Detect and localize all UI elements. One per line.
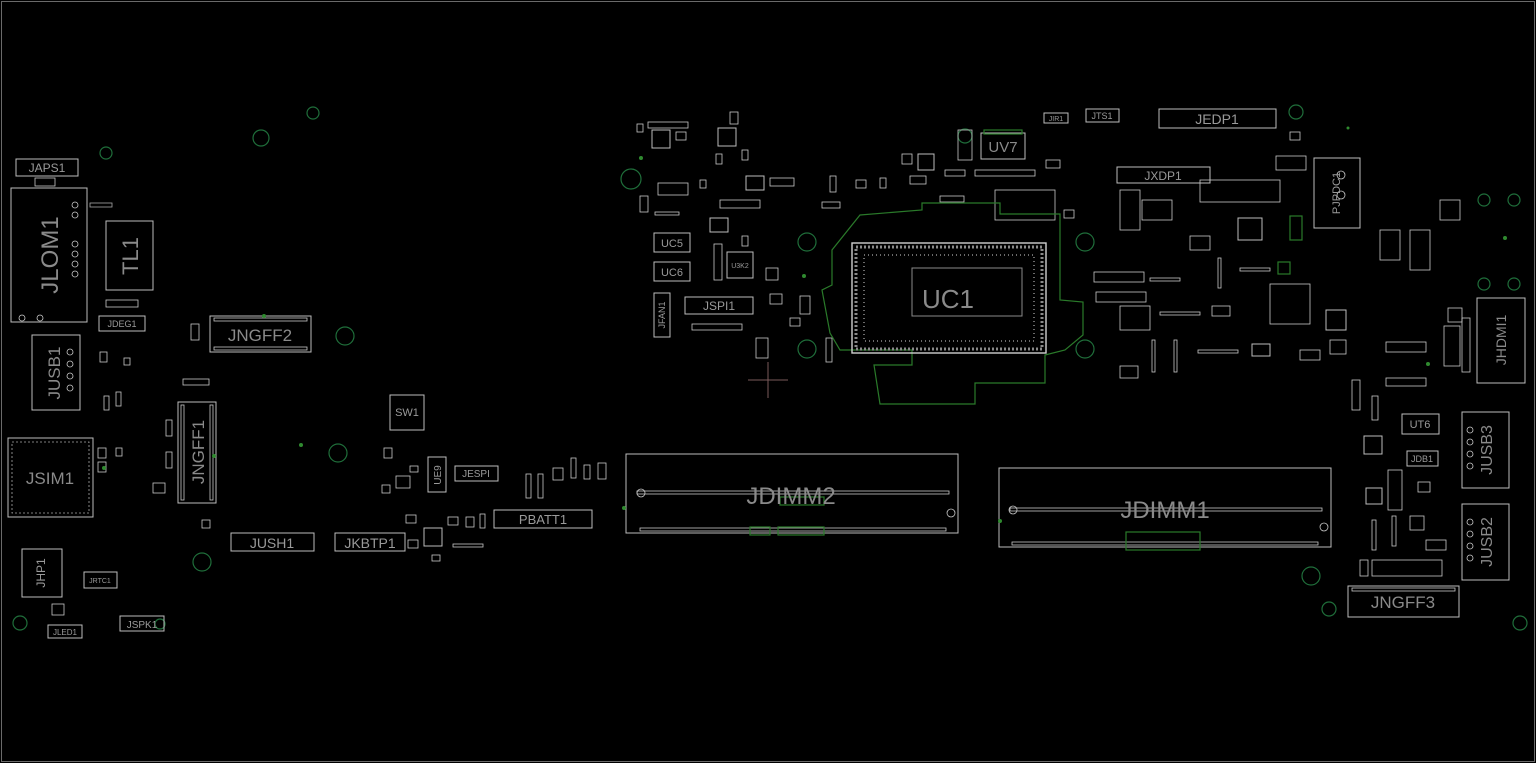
component-JESPI[interactable]: JESPI: [454, 465, 499, 482]
component-PJPDC1[interactable]: PJPDC1: [1313, 157, 1361, 229]
component-label: JNGFF2: [228, 326, 292, 345]
mounting-holes: [12, 104, 1528, 631]
component-JKBTP1[interactable]: JKBTP1: [334, 532, 406, 552]
component-JSPK1[interactable]: JSPK1: [119, 615, 165, 632]
component-label: UT6: [1410, 419, 1431, 431]
component-label: JAPS1: [29, 161, 66, 175]
component-label: JRTC1: [89, 578, 111, 585]
component-U3K2[interactable]: U3K2: [726, 251, 754, 279]
component-JHP1[interactable]: JHP1: [21, 548, 63, 598]
component-label: UC5: [661, 238, 683, 250]
component-label: JIR1: [1049, 116, 1064, 123]
component-JDIMM1[interactable]: JDIMM1: [998, 467, 1332, 551]
component-JLED1[interactable]: JLED1: [47, 624, 83, 639]
component-JDB1[interactable]: JDB1: [1406, 450, 1439, 467]
component-label: JDIMM2: [746, 483, 835, 510]
passive-parts-mid-left: [381, 447, 484, 562]
passive-parts-lower-right: [1351, 377, 1447, 577]
component-JUSB3[interactable]: JUSB3: [1461, 411, 1510, 489]
component-JUSB1[interactable]: JUSB1: [31, 334, 81, 411]
component-label: JUSB2: [1479, 517, 1496, 567]
component-label: PJPDC1: [1331, 172, 1343, 214]
component-label: UV7: [988, 139, 1017, 156]
component-label: JXDP1: [1144, 169, 1182, 183]
component-JIR1[interactable]: JIR1: [1043, 112, 1069, 124]
component-UT6[interactable]: UT6: [1401, 413, 1440, 435]
component-JXDP1[interactable]: JXDP1: [1116, 166, 1211, 184]
component-label: JUSB1: [45, 347, 64, 400]
component-JFAN1[interactable]: JFAN1: [653, 292, 671, 338]
component-UC6[interactable]: UC6: [653, 261, 691, 282]
component-JNGFF1[interactable]: JNGFF1: [177, 401, 217, 504]
component-UC1[interactable]: UC1: [821, 202, 1084, 405]
component-label: JNGFF3: [1371, 593, 1435, 612]
component-label: JDIMM1: [1120, 497, 1209, 524]
component-JNGFF3[interactable]: JNGFF3: [1347, 585, 1460, 618]
component-label: JDEG1: [107, 319, 136, 329]
component-JDIMM2[interactable]: JDIMM2: [625, 453, 959, 536]
component-JDEG1[interactable]: JDEG1: [98, 299, 146, 332]
component-UE9[interactable]: UE9: [427, 456, 447, 493]
component-JEDP1[interactable]: JEDP1: [1158, 108, 1277, 129]
component-TL1[interactable]: TL1: [105, 220, 154, 291]
component-JNGFF2[interactable]: JNGFF2: [209, 315, 312, 353]
component-label: JHDMI1: [1493, 315, 1509, 366]
component-label: JEDP1: [1195, 111, 1239, 127]
component-label: JLOM1: [37, 216, 64, 293]
component-label: JUSH1: [250, 535, 295, 551]
component-label: JSPK1: [127, 620, 158, 631]
component-label: JKBTP1: [344, 535, 396, 551]
passive-parts-upper-center: [636, 111, 1075, 363]
component-label: UC6: [661, 267, 683, 279]
component-label: U3K2: [731, 263, 749, 270]
component-label: JTS1: [1091, 111, 1112, 121]
component-label: JNGFF1: [189, 420, 208, 484]
component-label: JLED1: [53, 628, 78, 637]
component-JHDMI1[interactable]: JHDMI1: [1461, 297, 1526, 384]
component-label: JHP1: [34, 558, 48, 588]
smd-part: [89, 202, 113, 208]
component-label: JUSB3: [1479, 425, 1496, 475]
component-PBATT1[interactable]: PBATT1: [493, 509, 593, 529]
component-label: UE9: [433, 465, 444, 485]
component-label: JDB1: [1411, 454, 1433, 464]
component-UV7[interactable]: UV7: [980, 129, 1026, 160]
crosshair-marker: [748, 362, 788, 398]
passive-parts-upper-right: [1093, 131, 1463, 379]
component-label: JFAN1: [657, 301, 667, 328]
component-label: PBATT1: [519, 512, 567, 527]
component-JRTC1[interactable]: JRTC1: [83, 571, 118, 589]
component-label: TL1: [118, 237, 143, 275]
component-JTS1[interactable]: JTS1: [1085, 108, 1120, 123]
component-JSIM1[interactable]: JSIM1: [7, 437, 94, 518]
component-JLOM1[interactable]: JLOM1: [10, 177, 88, 323]
component-label: SW1: [395, 407, 419, 419]
component-JAPS1[interactable]: JAPS1: [15, 158, 79, 177]
component-label: JSIM1: [26, 469, 74, 488]
component-JUSB2[interactable]: JUSB2: [1461, 503, 1510, 581]
component-SW1[interactable]: SW1: [389, 394, 425, 431]
green-test-points: [102, 126, 1507, 523]
component-label: JESPI: [462, 469, 490, 480]
component-JUSH1[interactable]: JUSH1: [230, 532, 315, 552]
component-label: JSPI1: [703, 299, 735, 313]
component-JSPI1[interactable]: JSPI1: [684, 296, 754, 315]
component-label: UC1: [922, 284, 974, 314]
passive-parts-pbatt: [465, 457, 607, 529]
component-UC5[interactable]: UC5: [653, 232, 691, 253]
